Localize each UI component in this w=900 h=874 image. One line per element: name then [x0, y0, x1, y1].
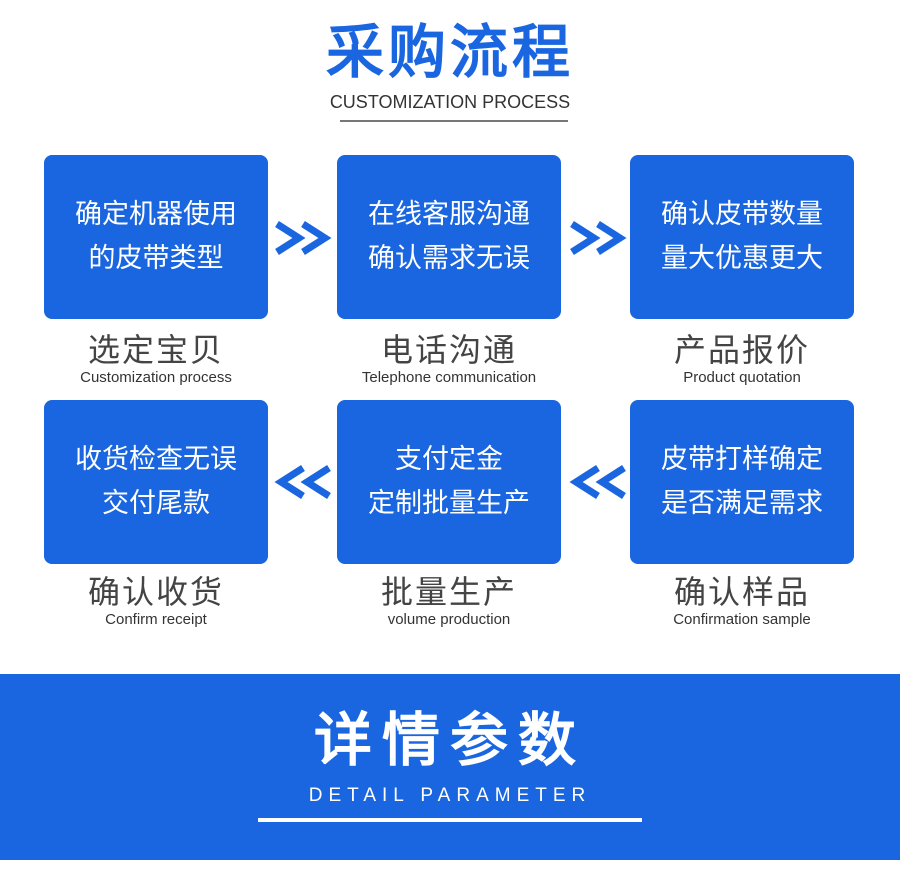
step-card-text: 确定机器使用 — [75, 199, 237, 230]
page-title: 采购流程 — [325, 18, 574, 86]
step-card-text: 收货检查无误 — [75, 444, 237, 475]
step-subtitle: Telephone communication — [361, 369, 537, 386]
title-divider — [340, 120, 568, 122]
forward-arrow-icon — [275, 221, 332, 255]
banner-title: 详情参数 — [313, 706, 586, 774]
step-card-production: 支付定金 定制批量生产 — [337, 400, 561, 564]
step-title: 确认样品 — [673, 573, 810, 611]
step-card-select: 确定机器使用 的皮带类型 — [44, 155, 268, 319]
forward-arrow-icon — [570, 221, 627, 255]
step-card-text: 交付尾款 — [102, 488, 210, 519]
step-subtitle: Product quotation — [683, 369, 801, 386]
backward-arrow-icon — [569, 465, 626, 499]
detail-banner — [0, 674, 900, 860]
step-card-quote: 确认皮带数量 量大优惠更大 — [630, 155, 854, 319]
step-card-sample: 皮带打样确定 是否满足需求 — [630, 400, 854, 564]
step-card-text: 确认需求无误 — [368, 243, 530, 274]
step-card-text: 在线客服沟通 — [368, 199, 530, 230]
step-card-text: 是否满足需求 — [661, 488, 823, 519]
step-title: 产品报价 — [673, 331, 810, 369]
banner-divider — [258, 818, 642, 822]
step-subtitle: Confirm receipt — [105, 611, 207, 628]
step-card-text: 皮带打样确定 — [661, 444, 823, 475]
step-card-text: 确认皮带数量 — [661, 199, 823, 230]
backward-arrow-icon — [274, 465, 331, 499]
step-card-phone: 在线客服沟通 确认需求无误 — [337, 155, 561, 319]
step-subtitle: Customization process — [80, 369, 232, 386]
step-card-text: 定制批量生产 — [368, 488, 530, 519]
step-title: 确认收货 — [87, 573, 224, 611]
banner-subtitle: DETAIL PARAMETER — [308, 785, 592, 806]
step-card-text: 量大优惠更大 — [661, 243, 823, 274]
step-card-text: 的皮带类型 — [88, 243, 224, 274]
step-title: 批量生产 — [380, 573, 517, 611]
step-card-text: 支付定金 — [395, 444, 503, 475]
step-subtitle: Confirmation sample — [673, 611, 811, 628]
step-title: 电话沟通 — [380, 331, 517, 369]
step-subtitle: volume production — [387, 611, 511, 628]
page-subtitle: CUSTOMIZATION PROCESS — [329, 92, 571, 112]
step-title: 选定宝贝 — [87, 331, 224, 369]
step-card-receipt: 收货检查无误 交付尾款 — [44, 400, 268, 564]
